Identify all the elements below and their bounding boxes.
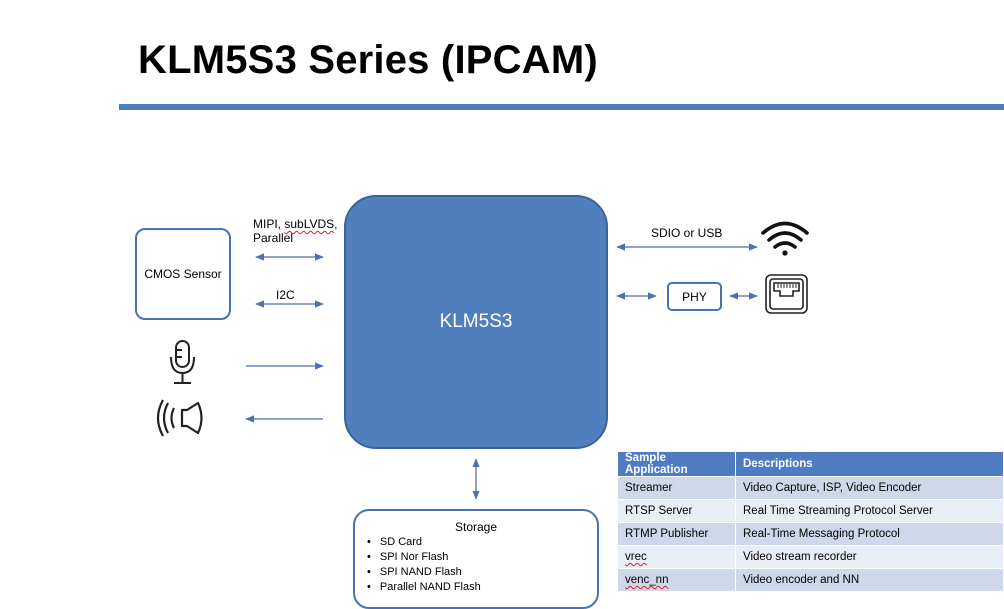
storage-box: Storage SD Card SPI Nor Flash SPI NAND F…	[353, 509, 599, 609]
storage-title: Storage	[454, 520, 498, 534]
table-row: vrec Video stream recorder	[617, 545, 1004, 569]
description-cell: Video Capture, ISP, Video Encoder	[735, 476, 1004, 500]
application-cell: RTMP Publisher	[617, 522, 736, 546]
video-bus-label-line2: Parallel	[253, 231, 294, 245]
storage-item: SPI Nor Flash	[367, 550, 481, 565]
application-cell: RTSP Server	[617, 499, 736, 523]
i2c-label: I2C	[276, 288, 295, 302]
storage-item: Parallel NAND Flash	[367, 580, 481, 595]
application-cell: venc_nn	[617, 568, 736, 592]
video-bus-label-sublvds: subLVDS	[284, 217, 335, 231]
table-header-row: Sample Application Descriptions	[617, 451, 1004, 477]
wifi-icon	[761, 221, 809, 256]
cmos-sensor-box: CMOS Sensor	[135, 228, 231, 320]
speaker-icon	[156, 399, 203, 437]
phy-label: PHY	[682, 289, 707, 304]
description-cell: Video stream recorder	[735, 545, 1004, 569]
storage-item: SPI NAND Flash	[367, 565, 481, 580]
soc-label: KLM5S3	[439, 311, 513, 332]
table-row: venc_nn Video encoder and NN	[617, 568, 1004, 592]
column-header-descriptions: Descriptions	[735, 451, 1004, 477]
description-cell: Real-Time Messaging Protocol	[735, 522, 1004, 546]
table-row: RTSP Server Real Time Streaming Protocol…	[617, 499, 1004, 523]
application-cell: vrec	[617, 545, 736, 569]
page-title: KLM5S3 Series (IPCAM)	[138, 38, 598, 82]
storage-item: SD Card	[367, 535, 481, 550]
sample-application-table: Sample Application Descriptions Streamer…	[617, 451, 1004, 592]
cmos-sensor-label: CMOS Sensor	[144, 267, 222, 281]
table-row: RTMP Publisher Real-Time Messaging Proto…	[617, 522, 1004, 546]
storage-list: SD Card SPI Nor Flash SPI NAND Flash Par…	[367, 535, 481, 595]
column-header-application: Sample Application	[617, 451, 736, 477]
video-bus-label: MIPI, subLVDS, Parallel	[253, 217, 338, 245]
sdio-usb-label: SDIO or USB	[651, 226, 723, 240]
application-cell: Streamer	[617, 476, 736, 500]
description-cell: Real Time Streaming Protocol Server	[735, 499, 1004, 523]
table-row: Streamer Video Capture, ISP, Video Encod…	[617, 476, 1004, 500]
phy-box: PHY	[667, 282, 722, 311]
title-underline	[119, 104, 1004, 110]
soc-block: KLM5S3	[344, 195, 608, 449]
description-cell: Video encoder and NN	[735, 568, 1004, 592]
microphone-icon	[170, 340, 195, 384]
ethernet-port-icon	[765, 274, 808, 314]
